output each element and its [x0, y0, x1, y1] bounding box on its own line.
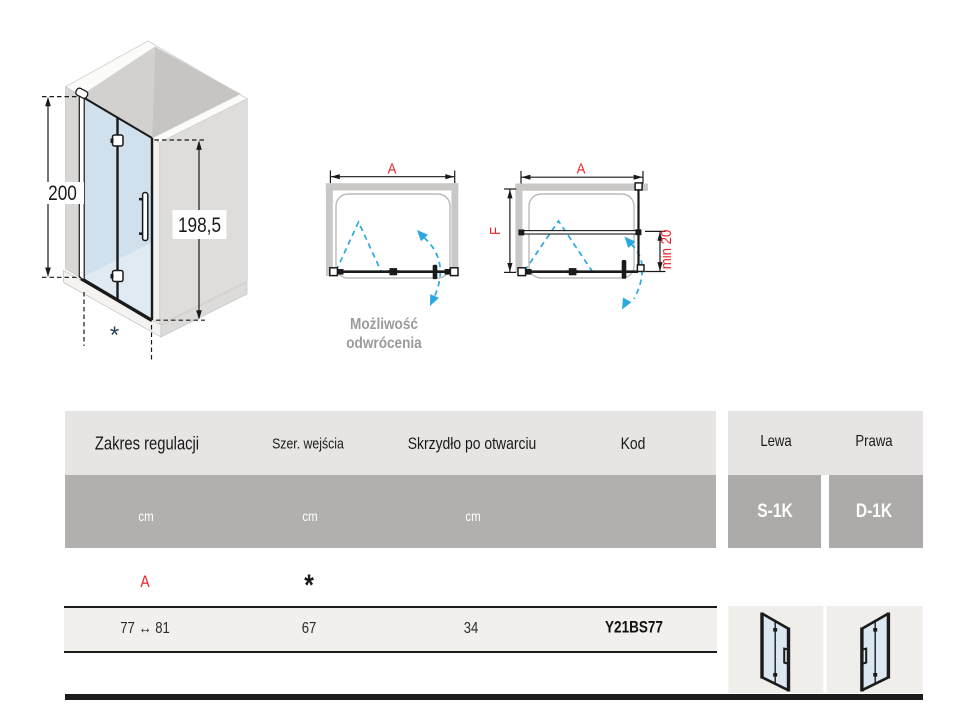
- side-code-s1k: S-1K: [753, 501, 796, 523]
- dim-198-5-label: 198,5: [178, 215, 221, 238]
- col-header-kod: Kod: [618, 434, 648, 454]
- plan-right-dim-F: F: [486, 188, 517, 273]
- side-code-left-box: [728, 475, 821, 548]
- data-row-col4-text: Y21BS77: [605, 618, 663, 637]
- plan-left-dim-A: A: [329, 160, 456, 183]
- dim-200: 200: [41, 95, 84, 278]
- plan-view-right: A F: [486, 160, 674, 310]
- side-table-code-left-text: S-1K: [757, 501, 793, 522]
- note-row-col2-text: *: [304, 569, 314, 602]
- side-code-d1k: D-1K: [852, 501, 896, 523]
- units-col1-text: cm: [138, 508, 154, 524]
- door-icon-right: [860, 612, 891, 692]
- headers-col1-text: Zakres regulacji: [94, 433, 200, 454]
- door-icon-left: [760, 612, 791, 692]
- side-table-code-right-text: D-1K: [855, 501, 893, 522]
- unit-cm-3: cm: [464, 508, 483, 524]
- table-unit-band: [65, 475, 716, 548]
- note-row-asterisk: *: [303, 569, 315, 603]
- plan-caption-line2: odwrócenia: [346, 335, 422, 352]
- data-row-background: [64, 607, 717, 651]
- shower-tray-side: [160, 281, 248, 338]
- plan-right-dim-min20: min 20: [645, 230, 674, 273]
- plan-view-left: A Możliwość odwrócenia: [325, 160, 459, 352]
- dim-200-label: 200: [48, 183, 77, 206]
- plan-right-min-label: min 20: [657, 230, 674, 270]
- plan-right-width-label: A: [577, 160, 586, 177]
- data-row-col2-text: 67: [301, 620, 317, 637]
- side-table-header-left-text: Lewa: [760, 433, 792, 450]
- data-row-divider-bottom: [64, 651, 717, 653]
- plan-left-width-label: A: [388, 160, 397, 177]
- plan-right-depth-label: F: [486, 227, 503, 235]
- side-code-right-box: [828, 475, 923, 548]
- note-row-col1-text: A: [140, 572, 150, 591]
- table-header-band: [65, 411, 716, 475]
- data-row-col3-text: 34: [463, 620, 479, 637]
- headers-col4-text: Kod: [620, 434, 646, 453]
- side-header-lewa: Lewa: [757, 433, 795, 451]
- value-skrzydlo: 34: [462, 620, 480, 638]
- unit-cm-1: cm: [137, 508, 156, 524]
- isometric-drawing: 200 198,5 *: [41, 40, 249, 361]
- units-col2-text: cm: [302, 508, 318, 524]
- note-row-A: A: [139, 572, 150, 592]
- data-row-divider-top: [64, 606, 717, 608]
- units-col3-text: cm: [465, 508, 481, 524]
- col-header-skrzydlo: Skrzydło po otwarciu: [394, 434, 551, 454]
- headers-col2-text: Szer. wejścia: [272, 435, 344, 453]
- data-row-col1-text: 77 ↔ 81: [120, 620, 170, 637]
- value-szer: 67: [300, 620, 318, 638]
- col-header-szer: Szer. wejścia: [264, 436, 352, 453]
- plan-right-dim-A: A: [520, 160, 644, 184]
- side-header-prawa: Prawa: [851, 433, 896, 451]
- drawing-footnote-mark: *: [110, 322, 119, 349]
- bottom-rule: [65, 694, 923, 701]
- value-kod: Y21BS77: [599, 619, 670, 638]
- unit-cm-2: cm: [301, 508, 320, 524]
- side-table-header-right-text: Prawa: [855, 433, 893, 450]
- plan-caption-line1: Możliwość: [350, 316, 418, 333]
- headers-col3-text: Skrzydło po otwarciu: [407, 434, 537, 453]
- side-header-band: [728, 411, 923, 475]
- col-header-zakres: Zakres regulacji: [83, 434, 210, 455]
- dim-198-5: 198,5: [154, 139, 227, 321]
- value-zakres: 77 ↔ 81: [115, 620, 175, 638]
